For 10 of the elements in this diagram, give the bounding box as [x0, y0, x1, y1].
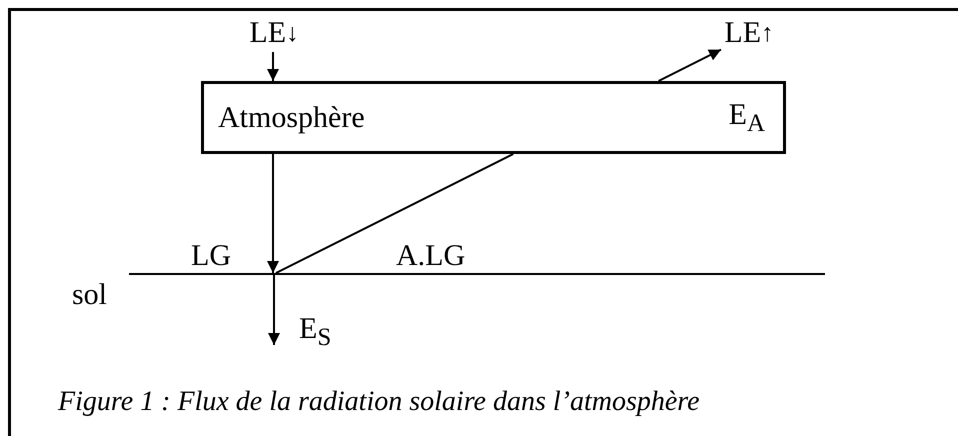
figure-caption: Figure 1 : Flux de la radiation solaire dans l’atmosphère — [58, 386, 700, 418]
ground-line — [129, 273, 825, 275]
arrow — [658, 48, 722, 82]
box-label: Atmosphère — [218, 101, 365, 134]
ground-label: sol — [72, 280, 108, 310]
arrow — [268, 275, 280, 345]
arrow — [267, 52, 279, 81]
energy-label: E$_{A}$ — [728, 98, 765, 138]
arrow — [267, 154, 279, 273]
atmosphere-box — [201, 81, 786, 154]
